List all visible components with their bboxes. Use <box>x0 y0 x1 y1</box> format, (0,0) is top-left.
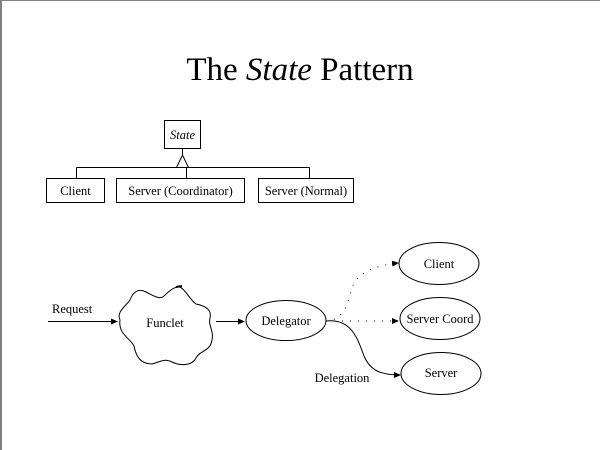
client-class-box: Client <box>46 178 105 203</box>
frame-top-border <box>0 0 600 1</box>
title-suffix: Pattern <box>311 52 414 88</box>
edge-to-client <box>325 260 399 322</box>
server-normal-class-label: Server (Normal) <box>265 184 347 198</box>
delegator-node: Delegator <box>245 300 327 341</box>
funclet-label: Funclet <box>146 316 184 330</box>
delegation-label: Delegation <box>315 371 371 385</box>
server-coord-node-label: Server Coord <box>407 312 475 326</box>
server-node: Server <box>400 352 482 395</box>
client-node: Client <box>398 242 480 285</box>
server-node-label: Server <box>425 366 458 380</box>
delegator-label: Delegator <box>261 314 311 328</box>
inheritance-triangle <box>175 153 190 168</box>
client-node-label: Client <box>424 257 455 271</box>
edge-to-server <box>325 320 401 378</box>
request-label: Request <box>52 302 93 316</box>
title-emphasis: State <box>245 52 312 88</box>
flow-diagram: Request Funclet Delegator Delegation Cli… <box>48 242 482 395</box>
state-class-box: State <box>164 120 201 149</box>
client-class-label: Client <box>60 184 91 198</box>
state-class-label: State <box>170 128 195 142</box>
server-coord-node: Server Coord <box>399 297 481 340</box>
server-coordinator-class-label: Server (Coordinator) <box>128 184 232 198</box>
slide-title: The State Pattern <box>0 50 600 90</box>
server-normal-class-box: Server (Normal) <box>258 178 354 203</box>
title-prefix: The <box>186 52 246 88</box>
server-coordinator-class-box: Server (Coordinator) <box>116 178 245 203</box>
frame-left-border <box>0 0 2 450</box>
funclet-cloud-tick <box>175 285 183 288</box>
class-diagram: State Client Server (Coordinator) Server… <box>46 120 354 203</box>
funclet-cloud <box>118 286 213 366</box>
